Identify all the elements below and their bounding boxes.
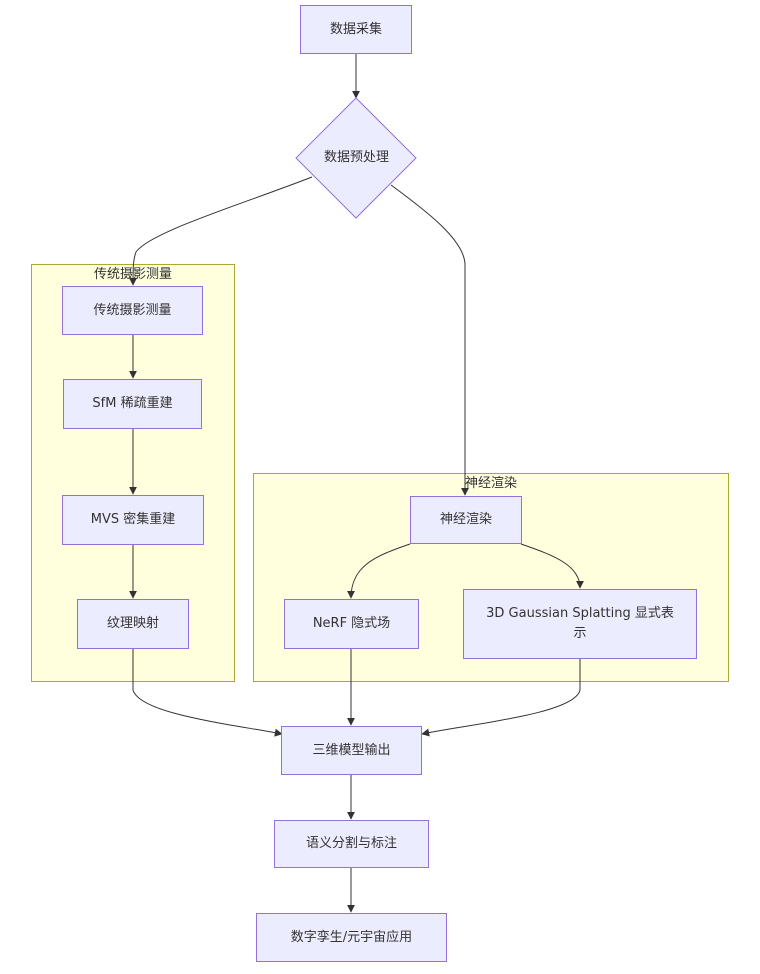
node-texture-mapping: 纹理映射 xyxy=(77,599,189,649)
node-3d-gaussian-splatting: 3D Gaussian Splatting 显式表示 xyxy=(463,589,697,659)
edge-neural-nerf xyxy=(347,543,411,599)
node-data-preprocess: 数据预处理 xyxy=(323,150,389,165)
node-semantic-segmentation: 语义分割与标注 xyxy=(274,820,429,868)
node-sfm-sparse-reconstruction: SfM 稀疏重建 xyxy=(63,379,202,429)
node-3d-model-output: 三维模型输出 xyxy=(281,726,422,775)
edge-gaussian-output xyxy=(421,659,581,737)
cluster-title: 神经渲染 xyxy=(464,476,517,491)
node-mvs-dense-reconstruction: MVS 密集重建 xyxy=(62,495,204,545)
node-traditional-photogrammetry: 传统摄影测量 xyxy=(62,286,203,335)
edge-texture-output xyxy=(132,649,283,737)
decision-diamond xyxy=(295,97,417,219)
edge-preprocess-neural xyxy=(390,184,469,496)
edge-preprocess-photogrammetry xyxy=(129,176,313,286)
edge-neural-gaussian xyxy=(520,543,584,589)
node-nerf-implicit-field: NeRF 隐式场 xyxy=(284,599,419,649)
node-data-collection: 数据采集 xyxy=(300,5,412,54)
node-digital-twin-metaverse: 数字孪生/元宇宙应用 xyxy=(256,913,447,962)
node-neural-rendering: 神经渲染 xyxy=(410,496,522,544)
